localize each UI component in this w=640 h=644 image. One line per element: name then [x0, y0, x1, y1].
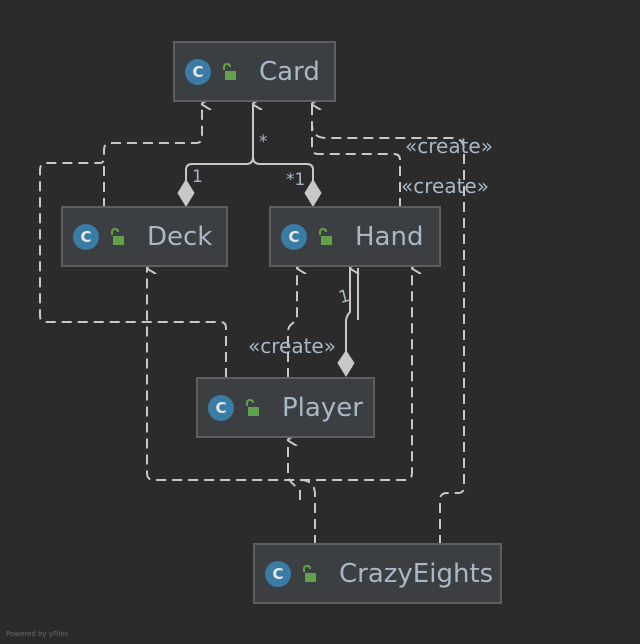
unlocked-icon: [244, 398, 260, 417]
edge-label-create: «create»: [405, 134, 493, 158]
class-c-icon: C: [185, 58, 211, 85]
diamond-player: [337, 350, 355, 377]
multiplicity-label: *1: [286, 170, 306, 190]
edge-hand-card: [311, 104, 401, 208]
class-crazy-eights[interactable]: C CrazyEights: [253, 543, 502, 604]
class-card[interactable]: C Card: [173, 41, 336, 102]
class-c-icon: C: [73, 223, 99, 250]
edge-crazy-deck: [146, 268, 316, 545]
edge-player-hand: [287, 268, 297, 378]
class-name: Hand: [355, 221, 424, 252]
diamond-hand: [304, 179, 322, 207]
class-player[interactable]: C Player: [196, 377, 375, 438]
unlocked-icon: [317, 227, 333, 246]
edge-crazy-hand: [300, 268, 412, 481]
class-name: CrazyEights: [339, 558, 494, 589]
unlocked-icon: [301, 564, 317, 583]
class-c-icon: C: [281, 223, 307, 250]
class-name: Card: [259, 56, 320, 87]
footer-credit: Powered by yFiles: [6, 630, 69, 638]
unlocked-icon: [221, 62, 237, 81]
class-deck[interactable]: C Deck: [61, 206, 228, 267]
edge-player-hand-aggregation: [345, 268, 350, 352]
multiplicity-label: 1: [192, 167, 203, 187]
edge-player-card: [39, 104, 227, 378]
edge-crazy-card: [311, 123, 465, 545]
unlocked-icon: [109, 227, 125, 246]
class-hand[interactable]: C Hand: [269, 206, 441, 267]
class-name: Deck: [147, 221, 213, 252]
multiplicity-label: *: [259, 132, 268, 152]
edge-label-create: «create»: [248, 334, 336, 358]
class-c-icon: C: [208, 394, 234, 421]
edge-hand-card-aggregation: [252, 156, 314, 182]
edge-crazy-player: [287, 440, 301, 500]
edge-label-create: «create»: [401, 174, 489, 198]
class-c-icon: C: [265, 560, 291, 587]
class-name: Player: [282, 392, 363, 423]
